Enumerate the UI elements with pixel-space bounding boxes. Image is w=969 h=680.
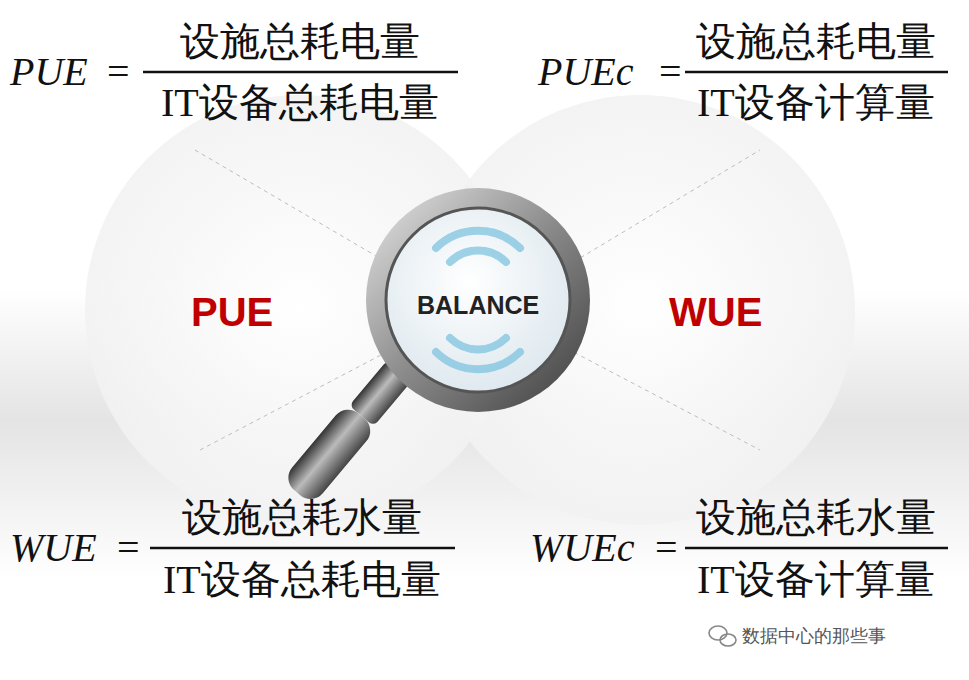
denominator: IT设备总耗电量: [163, 560, 441, 600]
node-label: PUE: [191, 292, 273, 332]
numerator: 设施总耗水量: [182, 498, 422, 538]
denominator: IT设备计算量: [697, 560, 935, 600]
formula-lhs: PUEc: [538, 52, 634, 92]
numerator: 设施总耗水量: [696, 498, 936, 538]
equals-sign: =: [107, 52, 130, 92]
node-label: BALANCE: [417, 293, 539, 318]
denominator: IT设备总耗电量: [161, 83, 439, 123]
equals-sign: =: [659, 52, 682, 92]
formula-lhs: WUE: [10, 528, 97, 568]
magnifier-lens: BALANCE: [386, 208, 570, 392]
equals-sign: =: [117, 528, 140, 568]
denominator: IT设备计算量: [697, 83, 935, 123]
numerator: 设施总耗电量: [180, 22, 420, 62]
node-label: WUE: [669, 292, 762, 332]
equals-sign: =: [655, 528, 678, 568]
formula-lhs: PUE: [10, 52, 88, 92]
formula-lhs: WUEc: [530, 528, 634, 568]
watermark: 数据中心的那些事: [742, 627, 886, 645]
numerator: 设施总耗电量: [696, 22, 936, 62]
